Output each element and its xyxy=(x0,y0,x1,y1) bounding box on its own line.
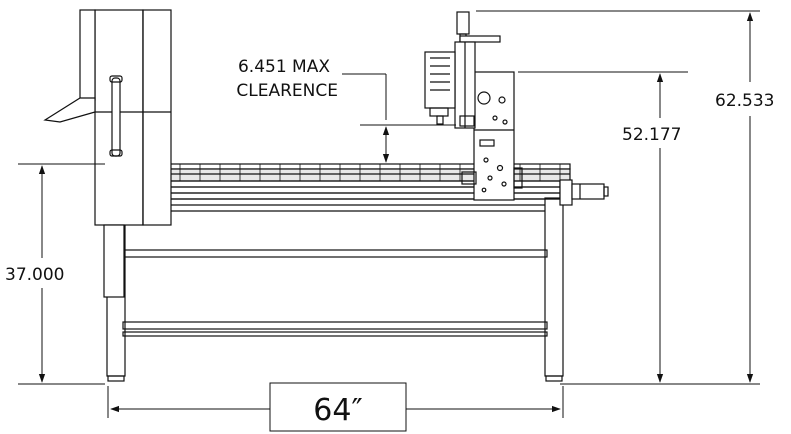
width-label-box xyxy=(269,382,407,432)
x-axis-motor xyxy=(559,179,609,206)
dimension-labels: 6.451 MAX CLEARENCE 62.533 52.177 37.000… xyxy=(5,57,774,428)
width-label: 64″ xyxy=(313,393,362,428)
machine xyxy=(43,9,609,382)
total-height-label: 62.533 xyxy=(715,91,774,111)
control-cabinet xyxy=(43,9,172,298)
spindle-head xyxy=(424,11,501,129)
table-height-label: 37.000 xyxy=(5,265,64,285)
clearance-label-line1: 6.451 MAX xyxy=(238,57,330,77)
clearance-label-line2: CLEARENCE xyxy=(236,81,338,101)
dimension-lines xyxy=(18,10,760,432)
gantry-height-label: 52.177 xyxy=(622,125,681,145)
gantry xyxy=(461,71,523,201)
table-frame xyxy=(106,197,564,382)
